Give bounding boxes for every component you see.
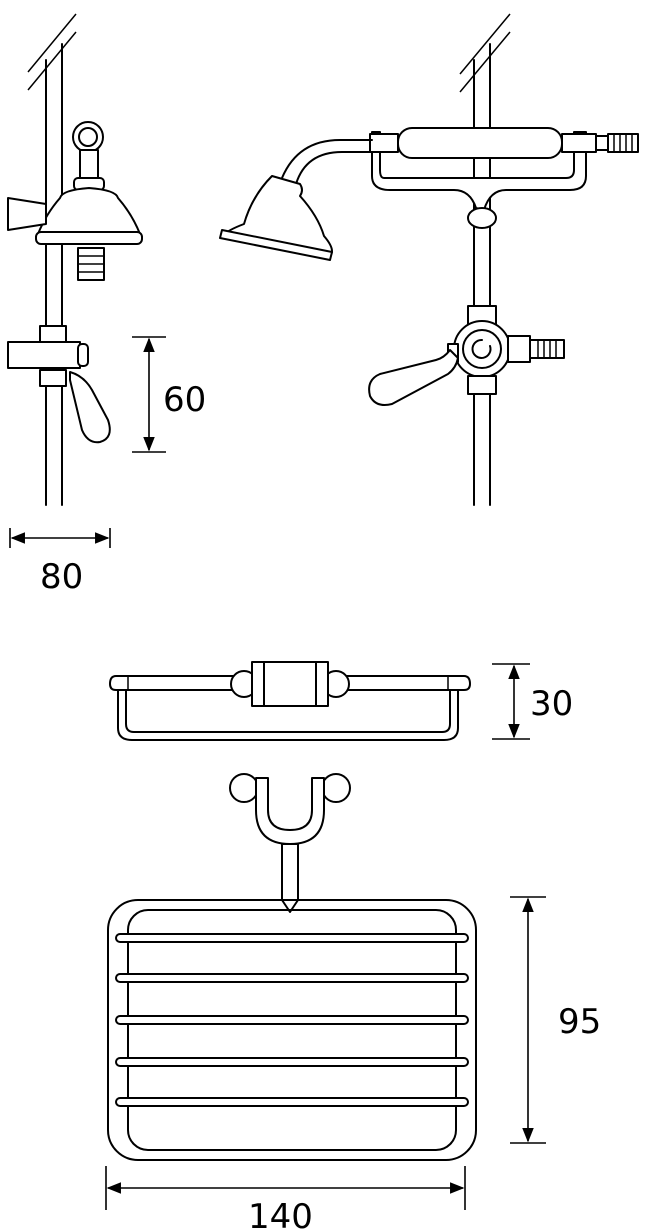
handset-ferrule-right <box>561 133 597 153</box>
valve-dial <box>462 329 502 369</box>
handset-neck-inner <box>295 151 373 185</box>
head-bracket <box>72 121 104 153</box>
basket-bar <box>115 1097 469 1107</box>
hook-knob-left <box>229 773 259 803</box>
cradle-boss <box>467 207 497 229</box>
valve-collar-lower <box>39 369 67 387</box>
wall-break-line <box>27 13 77 73</box>
dimension-basket-depth: 30 <box>492 663 573 740</box>
shower-rose-plate <box>35 231 143 245</box>
soap-basket-side-view <box>109 661 471 741</box>
lever-handle <box>368 349 459 406</box>
basket-frame-outer <box>107 899 477 1161</box>
wall-break-line <box>27 31 77 91</box>
hose-nut <box>595 135 609 151</box>
basket-clamp-inner <box>263 661 317 707</box>
dim-label-80: 80 <box>40 557 83 597</box>
basket-bar <box>115 973 469 983</box>
basket-body <box>117 689 459 741</box>
valve-hose-connector <box>529 339 565 359</box>
wall-break-line <box>459 31 511 93</box>
dimension-wall-projection: 80 <box>9 528 111 597</box>
handset-face-plate <box>219 229 333 261</box>
handset-neck-outer <box>281 139 373 179</box>
hook-knob-right <box>321 773 351 803</box>
basket-bar <box>115 933 469 943</box>
handset-ferrule-left <box>369 133 399 153</box>
wall-bracket-tab <box>7 197 47 231</box>
handset-handle <box>397 127 563 159</box>
lever-handle <box>69 371 111 444</box>
head-bracket-inner <box>78 127 98 147</box>
dimension-basket-width: 140 <box>105 1166 466 1232</box>
hook-stem <box>281 843 299 913</box>
basket-bar <box>115 1015 469 1025</box>
dim-label-140: 140 <box>248 1197 313 1232</box>
handset-cradle <box>371 131 587 211</box>
dim-label-60: 60 <box>163 380 206 420</box>
valve-body <box>7 341 81 369</box>
dim-label-95: 95 <box>558 1002 601 1042</box>
dimension-arm-drop: 60 <box>132 336 206 453</box>
dimension-basket-height: 95 <box>510 896 601 1144</box>
valve-dial-mark <box>471 338 492 359</box>
soap-basket-front-view <box>107 773 477 1161</box>
valve-outlet <box>507 335 531 363</box>
basket-body-inner <box>125 689 451 733</box>
basket-bar <box>115 1057 469 1067</box>
basket-hook <box>255 777 325 845</box>
shower-side-view <box>7 13 143 506</box>
wall-break-line <box>459 13 511 75</box>
basket-frame-inner <box>127 909 457 1151</box>
hose-connector <box>607 133 639 153</box>
shower-rose-bell <box>37 187 141 235</box>
dim-label-30: 30 <box>530 684 573 724</box>
valve-cap <box>77 343 89 367</box>
head-arm <box>79 149 99 181</box>
shower-front-view <box>219 13 639 506</box>
valve-lower-collar <box>467 375 497 395</box>
valve-collar <box>39 325 67 343</box>
